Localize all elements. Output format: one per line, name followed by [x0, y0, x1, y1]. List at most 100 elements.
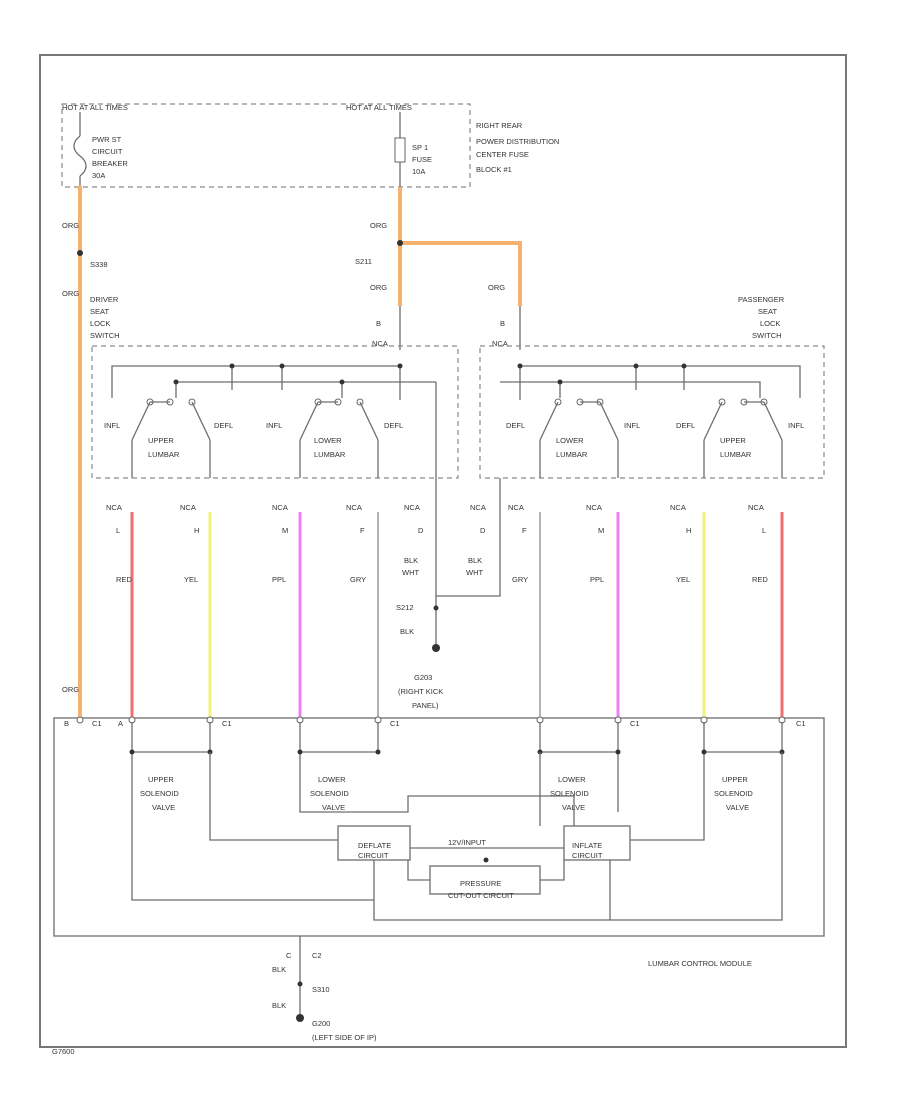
org-label-left-3: ORG [62, 685, 79, 694]
wire-color-label-gry-left: GRY [350, 575, 366, 584]
pin-letter-left-4: F [360, 526, 365, 535]
upper-solenoid-left-label-2: SOLENOID [140, 789, 179, 798]
module-pin-label-a: A [118, 719, 123, 728]
passenger-switch-label-4: SWITCH [752, 331, 782, 340]
bottom-pin-c: C [286, 951, 292, 960]
upper-solenoid-left-node-1 [129, 749, 135, 755]
blk-label-left: BLK [404, 556, 418, 565]
deflate-circuit-label-2: CIRCUIT [358, 851, 389, 860]
passenger-upper-infl-label: INFL [788, 421, 804, 430]
lower-solenoid-right [539, 722, 619, 812]
driver-upper-switch-arm [131, 401, 211, 441]
passenger-upper-switch-arm [703, 401, 783, 441]
pin-letter-right-5: L [762, 526, 766, 535]
module-connector-c1-4: C1 [630, 719, 640, 728]
module-pin-1 [76, 716, 84, 724]
pin-nca-right-2: NCA [508, 503, 524, 512]
org-label-right: ORG [488, 283, 505, 292]
module-connector-c1-2: C1 [222, 719, 232, 728]
passenger-lower-lumbar-1: LOWER [556, 436, 584, 445]
wht-label-left: WHT [402, 568, 419, 577]
lower-solenoid-left [299, 722, 575, 826]
fuse-symbol [394, 137, 406, 163]
lower-solenoid-left-label-1: LOWER [318, 775, 346, 784]
splice-s212-label: S212 [396, 603, 414, 612]
pressure-label-1: PRESSURE [460, 879, 501, 888]
driver-bus-upper [111, 365, 401, 400]
passenger-lower-defl-label: DEFL [506, 421, 525, 430]
wire-color-label-red-left: RED [116, 575, 132, 584]
driver-upper-lumbar-2: LUMBAR [148, 450, 180, 459]
splice-s338-dot [77, 250, 83, 256]
pin-nca-left-4: NCA [346, 503, 362, 512]
pin-nca-right-3: NCA [586, 503, 602, 512]
lower-solenoid-right-label-2: SOLENOID [550, 789, 589, 798]
lower-solenoid-left-node-1 [297, 749, 303, 755]
lower-solenoid-right-label-3: VALVE [562, 803, 585, 812]
org-label-left-1: ORG [62, 221, 79, 230]
org-label-center-2: ORG [370, 283, 387, 292]
splice-s310-dot [297, 981, 303, 987]
fuse-label-1: SP 1 [412, 143, 428, 152]
pin-letter-right-1: D [480, 526, 486, 535]
splice-s211-label: S211 [355, 257, 372, 266]
passenger-switch-label-1: PASSENGER [738, 295, 785, 304]
pin-nca-left-3: NCA [272, 503, 288, 512]
module-title: LUMBAR CONTROL MODULE [648, 959, 752, 968]
pin-nca-left-1: NCA [106, 503, 122, 512]
wht-label-right: WHT [466, 568, 483, 577]
pressure-cutout-box [429, 865, 541, 895]
driver-bus-node-4 [173, 379, 179, 385]
pin-letter-left-5: D [418, 526, 424, 535]
driver-lower-defl-label: DEFL [384, 421, 403, 430]
bottom-blk-label-2: BLK [272, 1001, 286, 1010]
input-node [483, 857, 489, 863]
pin-letter-left-3: M [282, 526, 288, 535]
upper-solenoid-right-node-1 [701, 749, 707, 755]
passenger-bus-node-4 [557, 379, 563, 385]
module-pin-label-b: B [64, 719, 69, 728]
passenger-lower-switch-arm [539, 401, 619, 441]
bottom-return [373, 860, 611, 921]
driver-bus-node-5 [339, 379, 345, 385]
inflate-circuit-label-2: CIRCUIT [572, 851, 603, 860]
right-return [610, 752, 783, 921]
driver-switch-label-1: DRIVER [90, 295, 119, 304]
pin-letter-right-4: H [686, 526, 691, 535]
bottom-connector-c2: C2 [312, 951, 322, 960]
module-connector-c1-1: C1 [92, 719, 102, 728]
fuse-block-label-4: BLOCK #1 [476, 165, 512, 174]
ground-g203-dot [432, 644, 440, 652]
passenger-switch-label-2: SEAT [758, 307, 777, 316]
ground-g203-label-3: PANEL) [412, 701, 439, 710]
fuse-block-label-3: CENTER FUSE [476, 150, 529, 159]
passenger-upper-lumbar-2: LUMBAR [720, 450, 752, 459]
driver-lower-lumbar-1: LOWER [314, 436, 342, 445]
ground-g200-label-1: G200 [312, 1019, 330, 1028]
driver-lower-switch-arm [299, 401, 379, 441]
driver-bus-node-3 [397, 363, 403, 369]
upper-solenoid-left-label-1: UPPER [148, 775, 174, 784]
splice-s212-dot [433, 605, 439, 611]
pressure-label-2: CUT-OUT CIRCUIT [448, 891, 514, 900]
driver-lower-lumbar-2: LUMBAR [314, 450, 346, 459]
passenger-pin-c: NCA [492, 339, 508, 348]
deflate-circuit-label-1: DEFLATE [358, 841, 391, 850]
ground-g203-label-2: (RIGHT KICK [398, 687, 443, 696]
pin-letter-left-1: L [116, 526, 120, 535]
breaker-label-3: BREAKER [92, 159, 128, 168]
pin-nca-left-5: NCA [404, 503, 420, 512]
breaker-label-2: CIRCUIT [92, 147, 123, 156]
ground-g200-label-2: (LEFT SIDE OF IP) [312, 1033, 377, 1042]
passenger-switch-label-3: LOCK [760, 319, 780, 328]
inflate-circuit-box [563, 825, 631, 861]
driver-bus-lower [175, 381, 436, 398]
lower-solenoid-left-node-2 [375, 749, 381, 755]
passenger-upper-lumbar-1: UPPER [720, 436, 746, 445]
wire-color-label-gry-right: GRY [512, 575, 528, 584]
bottom-blk-label-1: BLK [272, 965, 286, 974]
lower-solenoid-right-label-1: LOWER [558, 775, 586, 784]
driver-switch-label-4: SWITCH [90, 331, 120, 340]
fuse-label-3: 10A [412, 167, 425, 176]
passenger-bus-lower [500, 381, 761, 398]
